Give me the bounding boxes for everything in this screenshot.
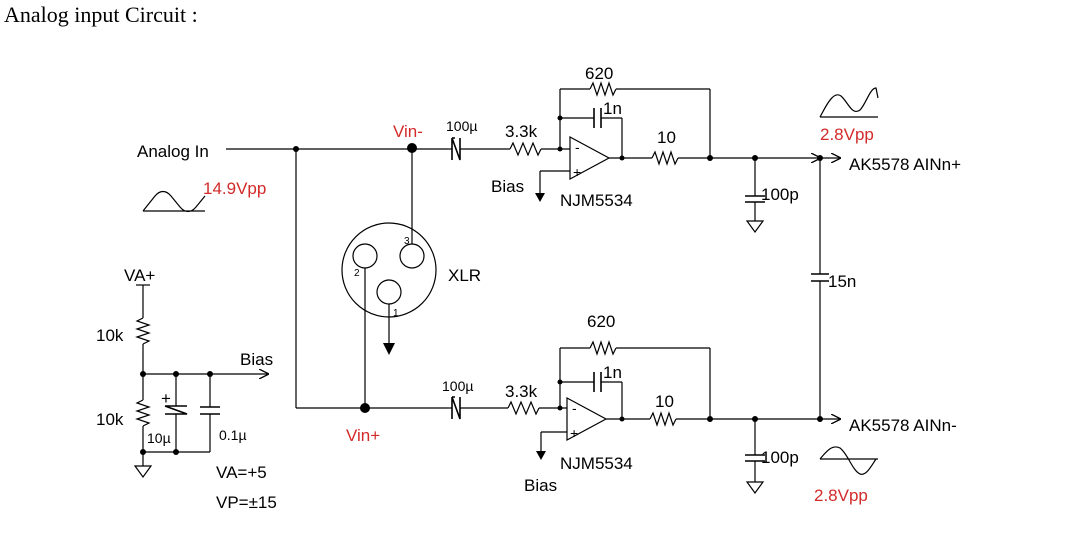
output-level-top-label: 2.8Vpp bbox=[820, 125, 874, 144]
feedback-r-bottom-label: 620 bbox=[587, 312, 615, 331]
xlr-pin3-label: 3 bbox=[404, 236, 410, 247]
output-sine-bottom-icon bbox=[819, 446, 878, 475]
opamp-bottom-label: NJM5534 bbox=[560, 454, 633, 473]
opamp-top bbox=[569, 135, 611, 181]
bottom-amplifier bbox=[448, 340, 878, 495]
output-r-bottom-label: 10 bbox=[655, 392, 674, 411]
input-sine-icon bbox=[142, 190, 206, 213]
bias-cap-elec-label: 10µ bbox=[147, 430, 171, 446]
top-amplifier bbox=[448, 81, 879, 234]
input-section bbox=[142, 143, 448, 413]
opamp-bottom-plus: + bbox=[570, 425, 578, 441]
elec-cap-plus: + bbox=[161, 389, 171, 408]
opamp-bottom bbox=[566, 396, 608, 442]
bias-r-bottom-label: 10k bbox=[96, 410, 124, 429]
bias-top-label: Bias bbox=[491, 177, 524, 196]
ground-arrow-icon bbox=[383, 343, 395, 355]
vin-plus-label: Vin+ bbox=[346, 426, 380, 445]
input-resistor-bottom-label: 3.3k bbox=[505, 382, 538, 401]
opamp-top-plus: + bbox=[573, 164, 581, 180]
output-minus-label: AK5578 AINn- bbox=[849, 416, 957, 435]
feedback-c-bottom-label: 1n bbox=[603, 363, 622, 382]
bias-label: Bias bbox=[240, 350, 273, 369]
va-plus-label: VA+ bbox=[124, 266, 155, 285]
input-resistor-bottom-icon bbox=[507, 400, 540, 416]
feedback-c-top-label: 1n bbox=[603, 99, 622, 118]
diff-cap-label: 15n bbox=[828, 272, 856, 291]
output-c-top-label: 100p bbox=[761, 185, 799, 204]
input-level-label: 14.9Vpp bbox=[203, 179, 266, 198]
analog-in-label: Analog In bbox=[137, 142, 209, 161]
xlr-pin1-label: 1 bbox=[393, 308, 399, 319]
bias-network bbox=[133, 284, 268, 479]
output-level-bottom-label: 2.8Vpp bbox=[814, 486, 868, 505]
input-resistor-top-icon bbox=[509, 141, 542, 157]
electrolytic-cap-icon bbox=[164, 405, 188, 415]
opamp-top-label: NJM5534 bbox=[560, 191, 633, 210]
bias-bottom-label: Bias bbox=[524, 476, 557, 495]
xlr-label: XLR bbox=[448, 266, 481, 285]
vp-value-label: VP=±15 bbox=[216, 493, 277, 512]
bias-cap-label: 0.1µ bbox=[219, 427, 247, 443]
input-cap-bottom-label: 100µ bbox=[442, 378, 473, 394]
ground-icon bbox=[745, 220, 765, 234]
va-value-label: VA=+5 bbox=[216, 463, 267, 482]
input-resistor-top-label: 3.3k bbox=[505, 122, 538, 141]
input-cap-top-icon bbox=[451, 137, 461, 161]
output-plus-label: AK5578 AINn+ bbox=[849, 155, 961, 174]
diff-capacitor bbox=[811, 158, 829, 419]
xlr-connector bbox=[341, 148, 437, 408]
ground-icon bbox=[133, 465, 153, 479]
opamp-bottom-minus: - bbox=[572, 400, 577, 416]
opamp-top-minus: - bbox=[575, 139, 580, 155]
labels: Analog In 14.9Vpp Vin- Vin+ XLR 3 2 1 10… bbox=[96, 64, 961, 512]
page-title: Analog input Circuit : bbox=[4, 2, 198, 27]
feedback-r-top-label: 620 bbox=[585, 64, 613, 83]
ground-icon bbox=[745, 481, 765, 495]
xlr-pin2-label: 2 bbox=[354, 268, 360, 279]
input-cap-bottom-icon bbox=[451, 396, 461, 420]
output-c-bottom-label: 100p bbox=[761, 448, 799, 467]
input-cap-top-label: 100µ bbox=[446, 118, 477, 134]
output-sine-top-icon bbox=[819, 87, 879, 118]
vin-minus-label: Vin- bbox=[393, 122, 423, 141]
output-r-top-label: 10 bbox=[657, 128, 676, 147]
bias-r-top-label: 10k bbox=[96, 326, 124, 345]
